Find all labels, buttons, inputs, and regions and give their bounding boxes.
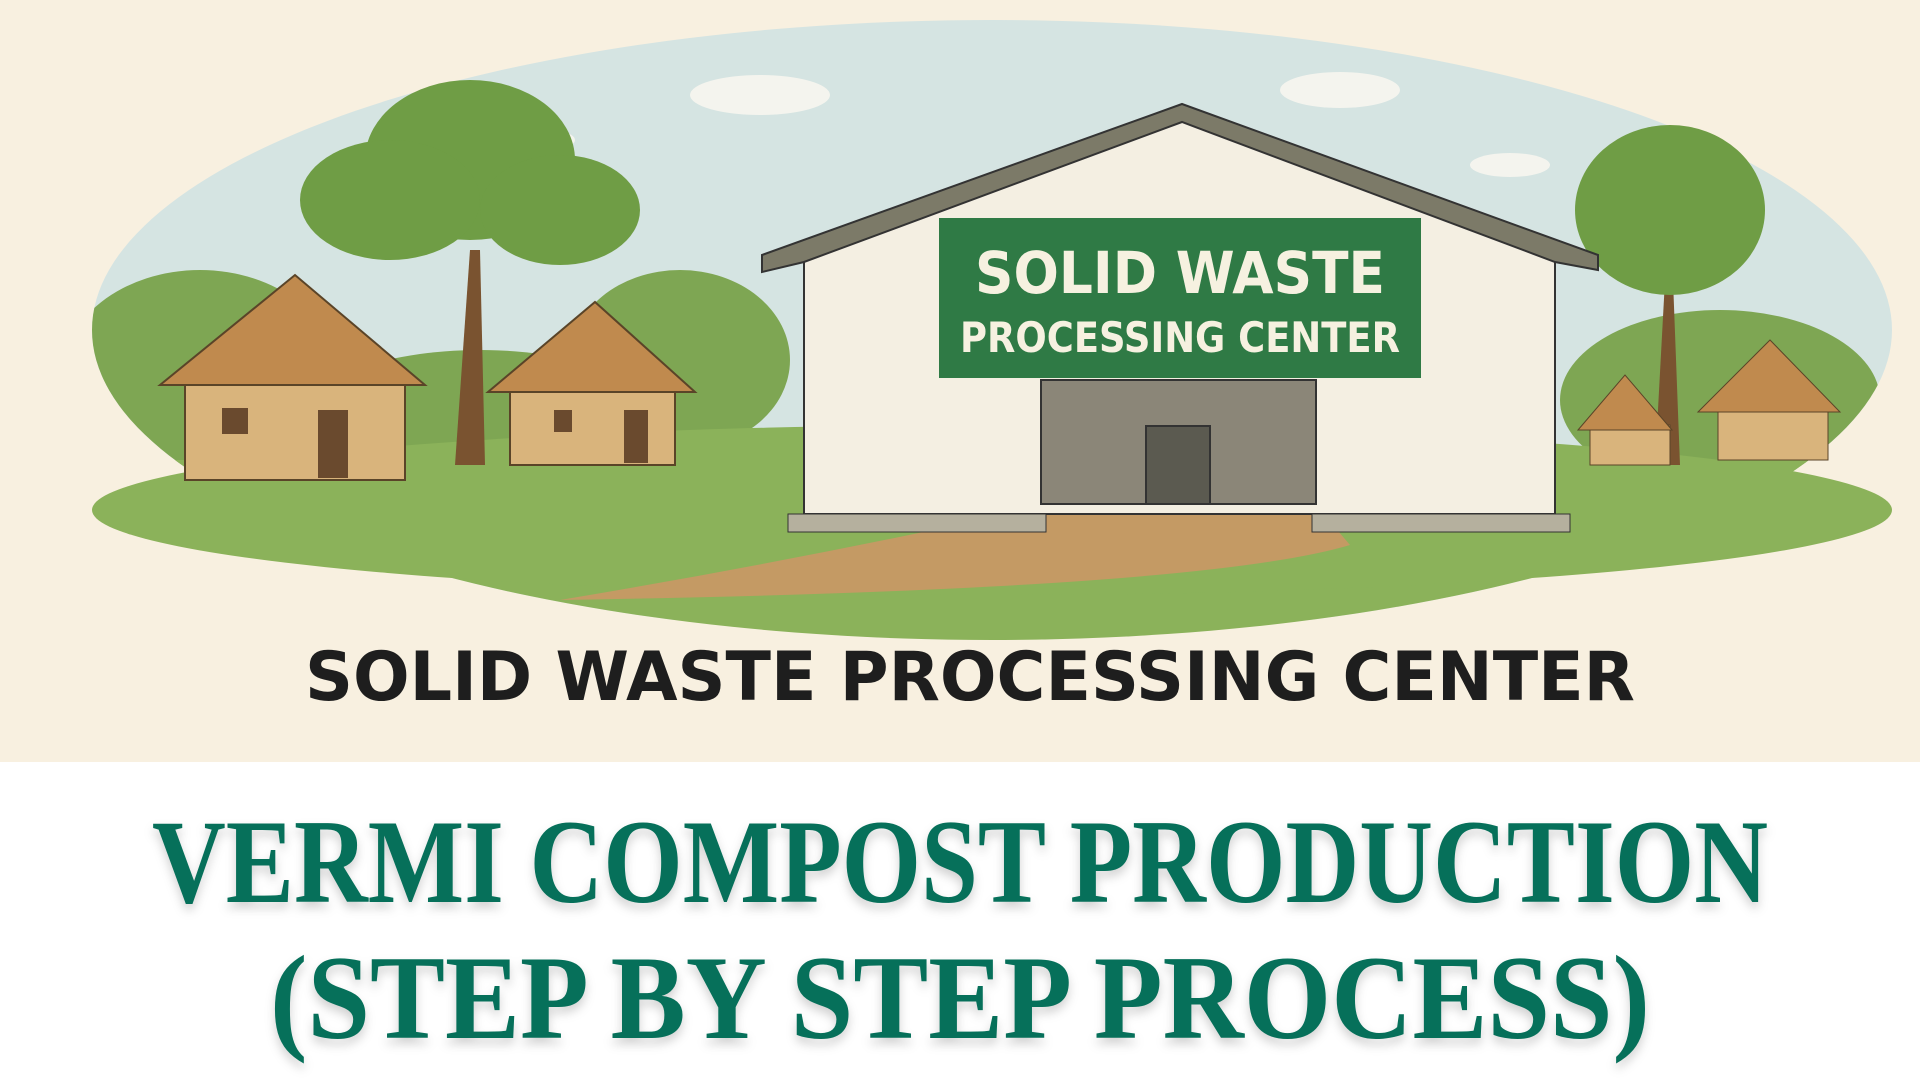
landscape-illustration: SOLID WASTE PROCESSING CENTER	[92, 20, 1892, 640]
dirt-path	[560, 505, 1350, 600]
hut-left	[157, 273, 428, 481]
illustration-caption: SOLID WASTE PROCESSING CENTER	[305, 638, 1635, 717]
bottom-background	[0, 762, 1920, 1080]
title-line2: (STEP BY STEP PROCESS)	[270, 931, 1650, 1064]
processing-building: SOLID WASTE PROCESSING CENTER	[761, 102, 1599, 533]
hut-middle	[485, 300, 698, 466]
tree-left	[300, 80, 640, 465]
main-title: VERMI COMPOST PRODUCTION (STEP BY STEP P…	[152, 795, 1768, 1064]
roof	[761, 102, 1599, 274]
sign-line2: PROCESSING CENTER	[960, 313, 1400, 362]
huts-right	[1576, 339, 1842, 466]
building-sign	[939, 218, 1421, 378]
title-line1: VERMI COMPOST PRODUCTION	[152, 795, 1768, 928]
door	[1145, 425, 1211, 505]
sign-line1: SOLID WASTE	[975, 239, 1385, 307]
